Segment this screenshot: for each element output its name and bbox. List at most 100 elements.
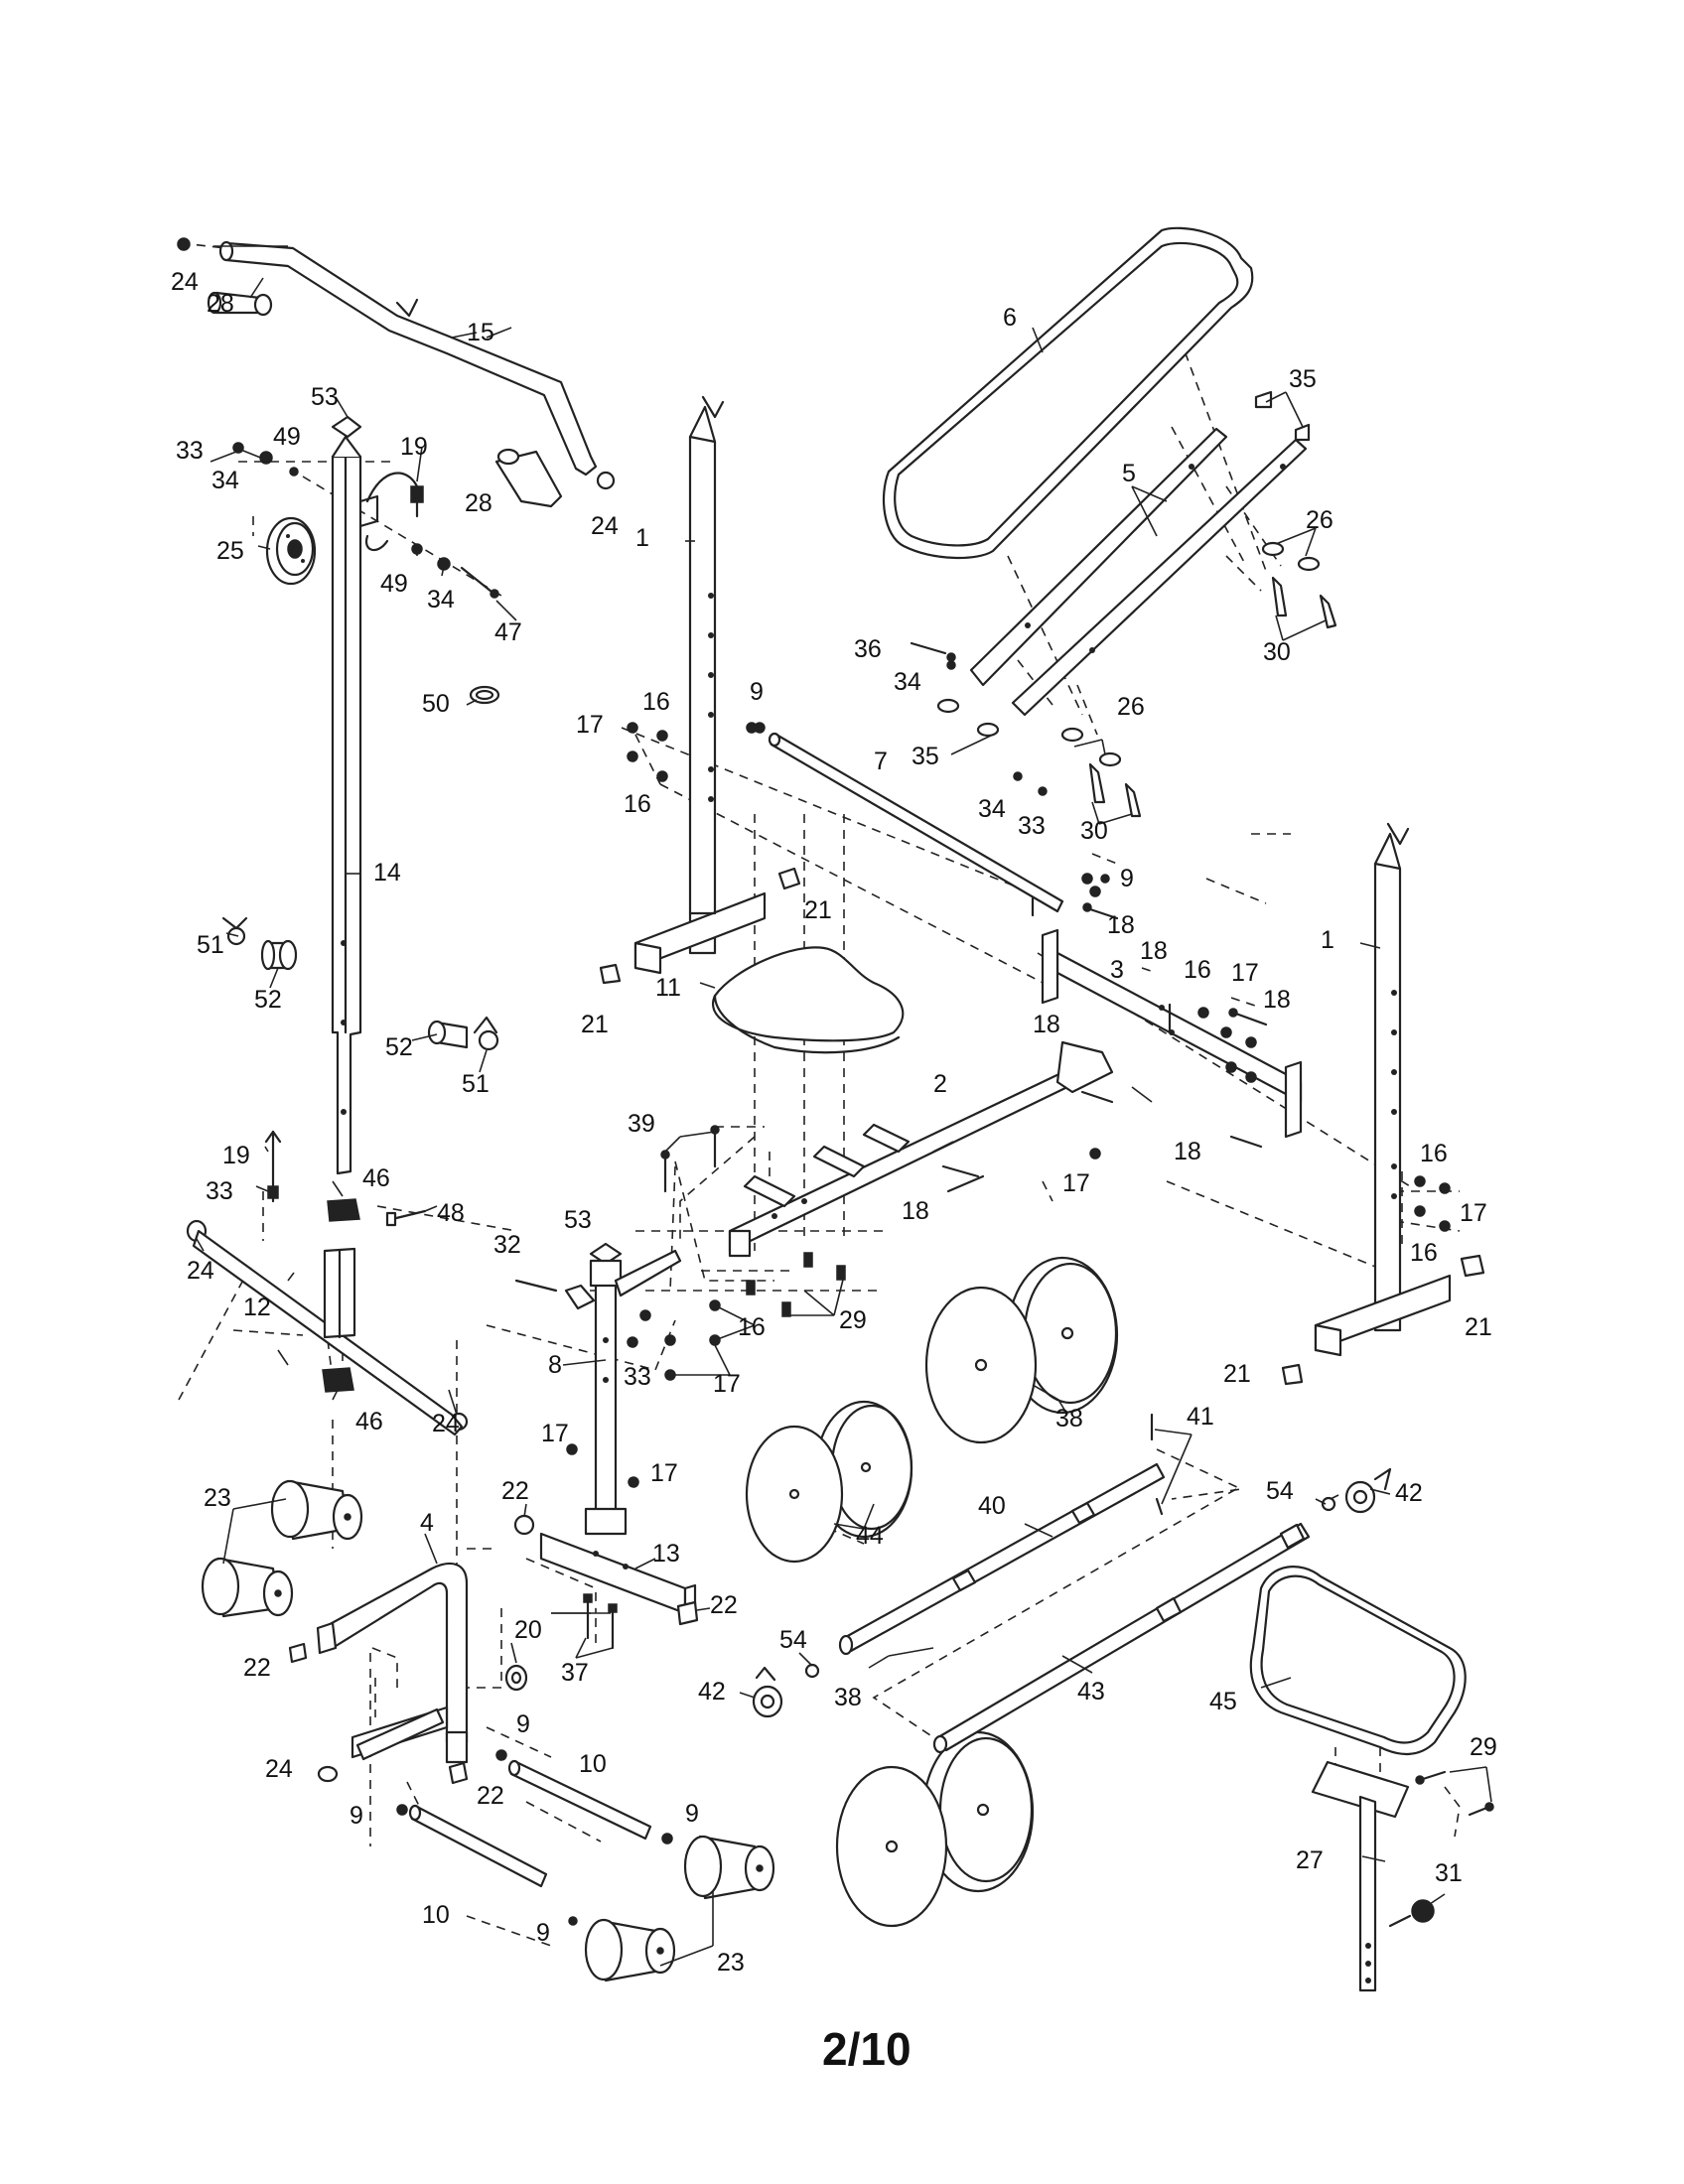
callout-34: 34 <box>978 795 1006 823</box>
callout-1: 1 <box>1321 926 1334 954</box>
part-32-bolt <box>514 1279 558 1293</box>
callout-34: 34 <box>894 668 921 696</box>
callout-41: 41 <box>1187 1403 1214 1431</box>
callout-4: 4 <box>420 1509 434 1537</box>
part-52-weight-post-right <box>427 1020 469 1049</box>
part-17-33-hardware-post <box>566 1336 639 1488</box>
part-51-knob-left <box>221 916 248 946</box>
callout-42: 42 <box>698 1678 726 1706</box>
callout-34: 34 <box>427 586 455 614</box>
part-23-roller-upper-2 <box>201 1557 294 1618</box>
callout-5: 5 <box>1122 460 1136 487</box>
callout-3: 3 <box>1110 956 1124 984</box>
callout-7: 7 <box>874 748 888 775</box>
callout-12: 12 <box>243 1294 271 1321</box>
callout-32: 32 <box>493 1231 521 1259</box>
callout-8: 8 <box>548 1351 562 1379</box>
callout-21: 21 <box>581 1011 609 1038</box>
part-28-hand-grip-right <box>494 448 563 508</box>
part-26-30-34-35-36-hardware <box>910 390 1337 884</box>
callout-16: 16 <box>1420 1140 1448 1167</box>
callout-17: 17 <box>713 1370 741 1398</box>
callout-52: 52 <box>254 986 282 1014</box>
lower-bracket-14 <box>323 1247 356 1339</box>
callout-15: 15 <box>467 319 494 346</box>
callout-17: 17 <box>576 711 604 739</box>
part-1-upright-right <box>1314 822 1452 1357</box>
part-6-back-pad <box>882 226 1254 559</box>
part-3-cross-member <box>1041 928 1303 1139</box>
callout-35: 35 <box>912 743 939 770</box>
callout-33: 33 <box>206 1177 233 1205</box>
callout-49: 49 <box>273 423 301 451</box>
callout-21: 21 <box>1465 1313 1492 1341</box>
callout-35: 35 <box>1289 365 1317 393</box>
callout-16: 16 <box>1184 956 1211 984</box>
part-48-bolt <box>385 1209 427 1227</box>
callout-49: 49 <box>380 570 408 598</box>
part-16-17-hardware-left <box>627 722 1093 885</box>
callout-13: 13 <box>652 1540 680 1568</box>
callout-33: 33 <box>1018 812 1046 840</box>
part-29-bolts-preacher <box>1415 1770 1494 1817</box>
callout-31: 31 <box>1435 1859 1463 1887</box>
callout-53: 53 <box>564 1206 592 1234</box>
callout-33: 33 <box>176 437 204 465</box>
callout-44: 44 <box>856 1522 884 1550</box>
callout-54: 54 <box>779 1626 807 1654</box>
page-number: 2/10 <box>822 2023 912 2075</box>
callout-18: 18 <box>1107 911 1135 939</box>
callout-24: 24 <box>187 1257 214 1285</box>
callout-53: 53 <box>311 383 339 411</box>
callout-46: 46 <box>362 1164 390 1192</box>
part-31-knob <box>1388 1899 1435 1928</box>
callout-37: 37 <box>561 1659 589 1687</box>
callout-17: 17 <box>1231 959 1259 987</box>
callout-22: 22 <box>243 1654 271 1682</box>
part-22-caps <box>288 1514 699 1785</box>
part-1-upright-left <box>633 395 767 975</box>
part-54-nuts <box>804 1496 1336 1679</box>
callout-19: 19 <box>222 1142 250 1169</box>
part-27-preacher-post <box>1311 1760 1410 1992</box>
callout-43: 43 <box>1077 1678 1105 1706</box>
part-23-roller-lower-1 <box>683 1835 775 1900</box>
callout-30: 30 <box>1263 638 1291 666</box>
part-11-seat <box>712 946 905 1054</box>
part-8-front-post <box>564 1249 682 1536</box>
part-45-preacher-pad <box>1249 1566 1467 1755</box>
part-24-tube-on-frame <box>355 1707 445 1761</box>
callout-52: 52 <box>385 1033 413 1061</box>
callout-18: 18 <box>1174 1138 1201 1165</box>
part-44-weight-plates <box>745 1400 913 1564</box>
part-28-hand-grip-left <box>207 291 273 317</box>
callout-24: 24 <box>591 512 619 540</box>
leader-lines <box>196 245 1492 1967</box>
part-41-pins <box>1150 1413 1164 1516</box>
part-10-roller-tube-1 <box>507 1759 652 1841</box>
callout-9: 9 <box>536 1919 550 1947</box>
callout-20: 20 <box>514 1616 542 1644</box>
part-19-pull-pin-upper <box>364 472 424 552</box>
part-50-snap-link <box>469 685 500 705</box>
part-21-end-caps <box>599 867 1485 1386</box>
callout-40: 40 <box>978 1492 1006 1520</box>
callout-11: 11 <box>655 974 681 1002</box>
part-29-bolts <box>639 1252 846 1381</box>
callout-17: 17 <box>650 1459 678 1487</box>
callout-9: 9 <box>685 1800 699 1828</box>
callout-36: 36 <box>854 635 882 663</box>
callout-18: 18 <box>1140 937 1168 965</box>
callout-30: 30 <box>1080 817 1108 845</box>
callout-17: 17 <box>1460 1199 1487 1227</box>
callout-18: 18 <box>902 1197 929 1225</box>
callout-51: 51 <box>462 1070 490 1098</box>
callout-18: 18 <box>1033 1011 1060 1038</box>
callout-39: 39 <box>628 1110 655 1138</box>
part-10-roller-tube-2 <box>408 1804 548 1888</box>
part-42-collar-left <box>752 1666 783 1718</box>
callout-46: 46 <box>355 1408 383 1435</box>
callout-47: 47 <box>494 618 522 646</box>
callout-27: 27 <box>1296 1846 1324 1874</box>
part-19-pull-pin-lower <box>264 1130 282 1203</box>
